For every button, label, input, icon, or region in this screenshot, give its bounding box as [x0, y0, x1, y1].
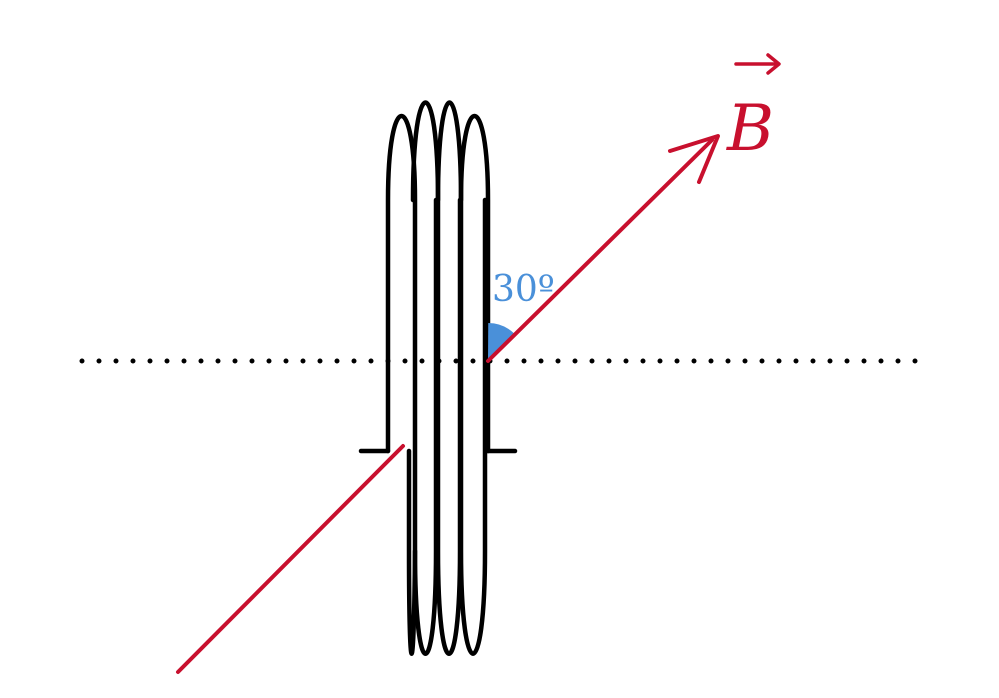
coil-back-strand: [406, 448, 418, 656]
coil-loop-2: [410, 100, 463, 656]
field-line-back-segment: [176, 444, 405, 674]
field-label: B: [726, 92, 774, 166]
angle-wedge: [488, 323, 516, 361]
coil-loop-3: [435, 100, 488, 656]
coil-loop-4: [458, 113, 491, 454]
angle-label: 30º: [492, 269, 555, 310]
field-arrowhead: [668, 134, 720, 184]
coil: [385, 100, 491, 656]
field-line-front-segment: [486, 138, 714, 363]
vector-arrow-icon: [734, 53, 781, 75]
